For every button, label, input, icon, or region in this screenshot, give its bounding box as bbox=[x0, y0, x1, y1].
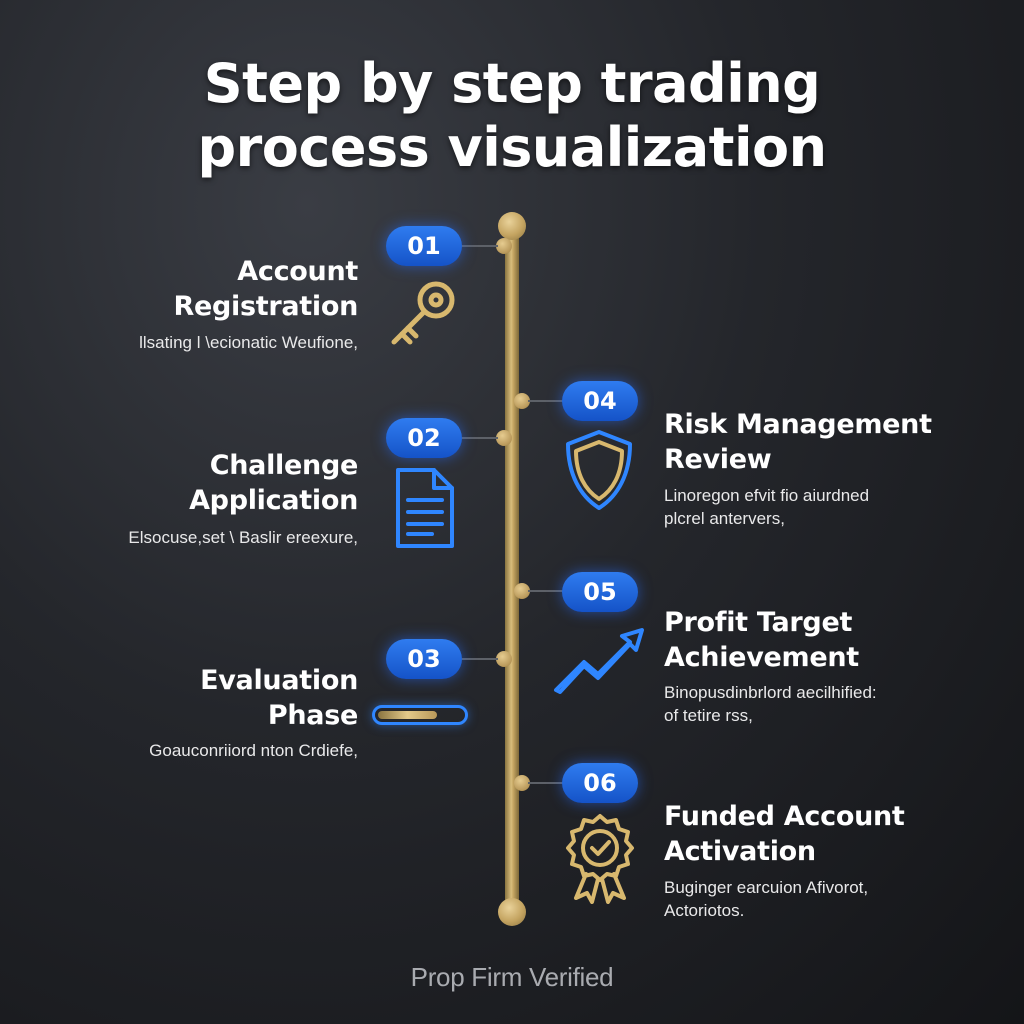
title-line-1: Step by step trading bbox=[203, 52, 821, 115]
step-badge-05: 05 bbox=[562, 572, 638, 612]
timeline-node-05 bbox=[514, 583, 530, 599]
step-desc-01: llsating l \ecionatic Weufione, bbox=[139, 333, 358, 352]
step-desc-03: Goauconriiord nton Crdiefe, bbox=[149, 741, 358, 760]
step-title-01: Account Registration bbox=[173, 256, 358, 322]
footer-verified-label: Prop Firm Verified bbox=[410, 962, 614, 992]
connector-04 bbox=[528, 400, 564, 402]
progress-bar-fill bbox=[378, 711, 437, 719]
timeline-top-cap bbox=[498, 212, 526, 240]
timeline-node-04 bbox=[514, 393, 530, 409]
award-badge-icon bbox=[566, 814, 634, 904]
shield-icon bbox=[566, 430, 632, 510]
timeline-node-02 bbox=[496, 430, 512, 446]
document-icon bbox=[396, 468, 454, 548]
step-title-02: Challenge Application bbox=[189, 450, 358, 516]
key-icon bbox=[391, 281, 455, 345]
timeline-bottom-cap bbox=[498, 898, 526, 926]
timeline-node-06 bbox=[514, 775, 530, 791]
connector-02 bbox=[462, 437, 498, 439]
step-badge-02: 02 bbox=[386, 418, 462, 458]
step-desc-02: Elsocuse,set \ Baslir ereexure, bbox=[128, 528, 358, 547]
connector-05 bbox=[528, 590, 564, 592]
step-title-03: Evaluation Phase bbox=[200, 665, 358, 731]
timeline-rail bbox=[505, 225, 519, 920]
progress-bar-icon bbox=[372, 705, 468, 725]
step-desc-05: Binopusdinbrlord aecilhified: of tetire … bbox=[664, 683, 877, 725]
step-title-04: Risk Management Review bbox=[664, 409, 932, 475]
connector-06 bbox=[528, 782, 564, 784]
step-badge-01: 01 bbox=[386, 226, 462, 266]
trend-up-arrow-icon bbox=[554, 628, 644, 694]
connector-01 bbox=[462, 245, 498, 247]
step-desc-06: Buginger earcuion Afivorot, Actoriotos. bbox=[664, 878, 869, 920]
step-title-06: Funded Account Activation bbox=[664, 801, 905, 867]
title-line-2: process visualization bbox=[197, 116, 827, 179]
step-badge-04: 04 bbox=[562, 381, 638, 421]
timeline-node-01 bbox=[496, 238, 512, 254]
connector-03 bbox=[462, 658, 498, 660]
step-title-05: Profit Target Achievement bbox=[664, 607, 859, 673]
timeline-node-03 bbox=[496, 651, 512, 667]
step-desc-04: Linoregon efvit fio aiurdned plcrel ante… bbox=[664, 486, 870, 528]
page-title: Step by step trading process visualizati… bbox=[0, 52, 1024, 180]
step-badge-06: 06 bbox=[562, 763, 638, 803]
step-badge-03: 03 bbox=[386, 639, 462, 679]
